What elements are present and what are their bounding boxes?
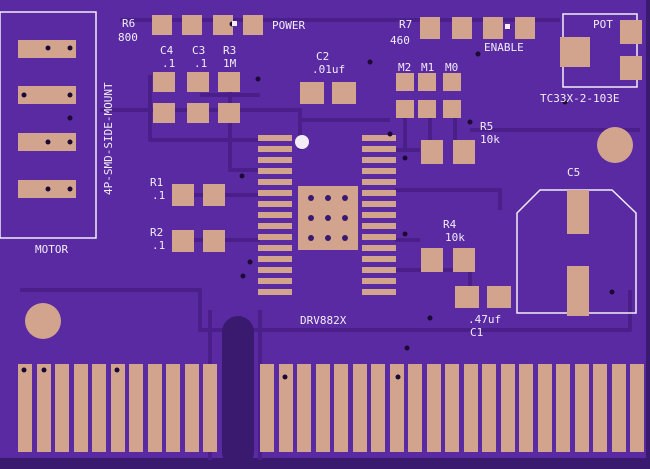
c1-value-label: .47uf [468,313,501,326]
power-label: POWER [272,19,305,32]
r1-value-label: .1 [152,189,165,202]
m1-label: M1 [421,61,434,74]
c1-ref-label: C1 [470,326,483,339]
c5-pads [567,190,589,316]
c4-ref-label: C4 [160,44,174,57]
power-led-marker [232,21,237,26]
fiducial-marker [295,135,309,149]
m2-label: M2 [398,61,411,74]
r6-ref-label: R6 [122,17,135,30]
top-pads [152,15,535,39]
passive-pads [153,72,511,308]
chip-label: DRV882X [300,314,347,327]
c5-outline [516,189,637,314]
motor-label: MOTOR [35,243,68,256]
c4-value-label: .1 [162,57,175,70]
r3-value-label: 1M [223,57,237,70]
mounting-hole-right [597,127,633,163]
r4-ref-label: R4 [443,218,457,231]
connector-label: 4P-SMD-SIDE-MOUNT [102,82,115,195]
pot-part-label: TC33X-2-103E [540,92,619,105]
m0-label: M0 [445,61,458,74]
r3-ref-label: R3 [223,44,236,57]
r4-value-label: 10k [445,231,465,244]
r5-ref-label: R5 [480,120,493,133]
r1-ref-label: R1 [150,176,163,189]
motor-connector-outline [0,11,97,239]
c5-ref-label: C5 [567,166,580,179]
ic-thermal-vias [308,195,348,241]
r7-value-label: 460 [390,34,410,47]
ic-pins-right [362,135,396,295]
r2-ref-label: R2 [150,226,163,239]
mounting-hole-left [25,303,61,339]
c2-value-label: .01uf [312,63,345,76]
ic-pins-left [258,135,292,295]
pot-label: POT [593,18,613,31]
c2-ref-label: C2 [316,50,329,63]
edge-connector-right [260,364,644,452]
vias [21,21,615,380]
r6-value-label: 800 [118,31,138,44]
pot-pads [560,20,642,80]
board-slot [222,316,254,468]
c3-value-label: .1 [194,57,207,70]
edge-connector-left [18,364,217,452]
r7-ref-label: R7 [399,18,412,31]
enable-label: ENABLE [484,41,524,54]
enable-led-marker [505,24,510,29]
r5-value-label: 10k [480,133,500,146]
c3-ref-label: C3 [192,44,205,57]
r2-value-label: .1 [152,239,165,252]
